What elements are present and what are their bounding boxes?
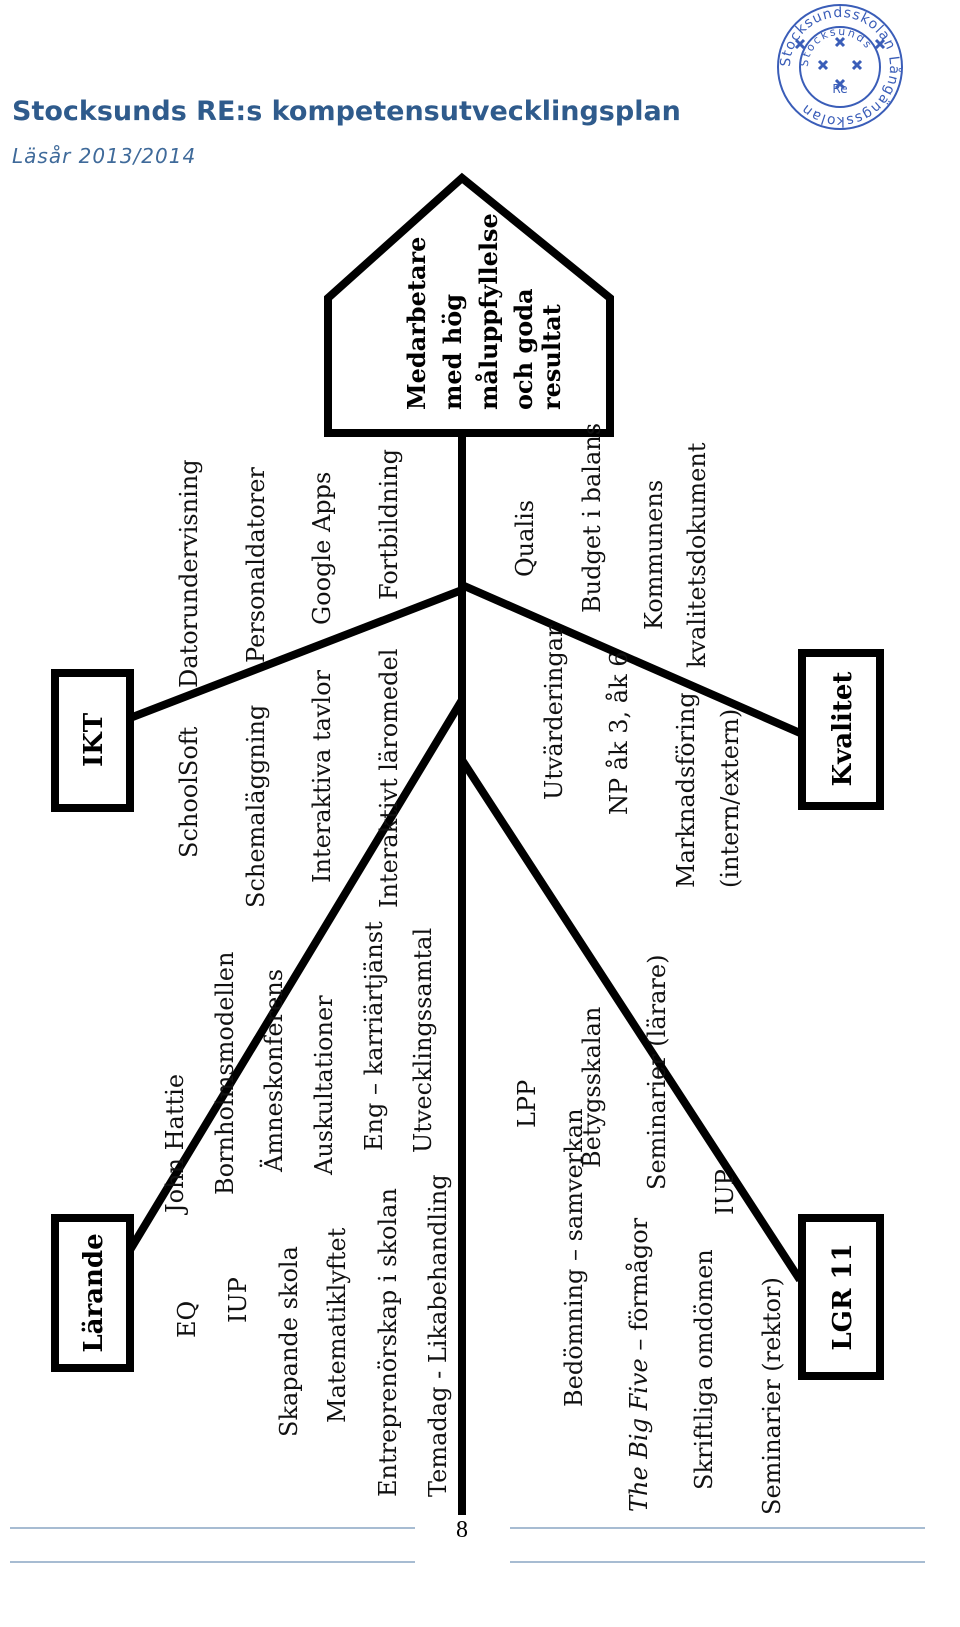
item-matematiklyftet: Matematiklyftet <box>323 1227 351 1423</box>
item-interaktiva-tavlor: Interaktiva tavlor <box>308 669 336 883</box>
item-kvalitetsdokument: kvalitetsdokument <box>683 442 711 668</box>
kvalitet-items: Utvärderingar Qualis NP åk 3, åk 6 Budge… <box>511 423 744 888</box>
item-kommunens: Kommunens <box>640 480 668 630</box>
item-budget: Budget i balans <box>578 423 606 613</box>
item-np: NP åk 3, åk 6 <box>604 651 633 815</box>
item-utvarderingar: Utvärderingar <box>540 625 568 800</box>
page-title: Stocksunds RE:s kompetensutvecklingsplan <box>12 96 681 127</box>
goal-line-2: med hög <box>438 294 467 410</box>
item-temadag: Temadag - Likabehandling <box>424 1174 452 1497</box>
lgr11-items: Bedömning – samverkan LPP The Big Five –… <box>513 955 786 1515</box>
goal-line-4: och goda <box>509 288 538 410</box>
box-kvalitet-label: Kvalitet <box>828 672 858 787</box>
page-number: 8 <box>456 1517 468 1543</box>
item-amneskonferens: Ämneskonferens <box>259 969 288 1173</box>
box-ikt-label: IKT <box>79 712 109 767</box>
logo-crosses <box>794 36 886 90</box>
box-lgr11-label: LGR 11 <box>828 1243 858 1350</box>
logo-center-text: Re <box>832 82 847 96</box>
item-marknadsforing: Marknadsföring <box>672 692 700 888</box>
box-lgr11: LGR 11 <box>798 1214 884 1380</box>
item-auskultationer: Auskultationer <box>310 995 338 1176</box>
item-lpp: LPP <box>513 1080 541 1128</box>
item-iup-bottom: IUP <box>711 1169 739 1215</box>
item-utvecklingssamtal: Utvecklingssamtal <box>409 928 437 1153</box>
item-bedomning: Bedömning – samverkan <box>560 1108 588 1407</box>
item-bornholmsmodellen: Bornholmsmodellen <box>211 952 239 1195</box>
goal-house <box>324 172 614 437</box>
item-marknadsforing-sub: (intern/extern) <box>716 709 744 888</box>
ikt-branch <box>128 586 464 722</box>
footer: 8 <box>10 1517 925 1563</box>
goal-line-3: måluppfyllelse <box>474 213 503 410</box>
item-eng-karriartjanst: Eng – karriärtjänst <box>360 921 388 1151</box>
box-larande-label: Lärande <box>79 1233 109 1352</box>
item-datorundervisning: Datorundervisning <box>175 459 203 688</box>
ikt-items: SchoolSoft Datorundervisning Schemaläggn… <box>175 449 403 908</box>
kvalitet-branch <box>460 581 802 737</box>
goal-line-1: Medarbetare <box>402 237 431 410</box>
school-logo: Stocksundsskolan Långängsskolan Stocksun… <box>777 4 903 130</box>
item-eq: EQ <box>173 1301 201 1338</box>
item-google-apps: Google Apps <box>308 472 336 625</box>
item-iup-top: IUP <box>224 1277 252 1323</box>
item-john-hattie: John Hattie <box>161 1074 189 1216</box>
item-entreprenorskap: Entreprenörskap i skolan <box>374 1188 402 1497</box>
item-big-five-rest: – förmågor <box>624 1217 653 1358</box>
larande-branch <box>126 697 466 1253</box>
item-qualis: Qualis <box>511 500 539 577</box>
item-skapande-skola: Skapande skola <box>275 1246 303 1437</box>
item-big-five: The Big Five – förmågor <box>624 1217 653 1512</box>
item-schemalaggning: Schemaläggning <box>242 705 270 908</box>
box-ikt: IKT <box>51 669 134 812</box>
item-seminarier-larare: Seminarier (lärare) <box>643 955 671 1190</box>
box-kvalitet: Kvalitet <box>798 649 884 810</box>
page-subtitle: Läsår 2013/2014 <box>12 144 197 168</box>
item-seminarier-rektor: Seminarier (rektor) <box>758 1277 786 1515</box>
item-personaldatorer: Personaldatorer <box>242 467 270 663</box>
item-betygsskalan: Betygsskalan <box>578 1007 606 1168</box>
box-larande: Lärande <box>51 1214 134 1372</box>
item-skriftliga-omdomen: Skriftliga omdömen <box>690 1249 718 1490</box>
item-schoolsoft: SchoolSoft <box>175 726 203 858</box>
larande-items: EQ John Hattie IUP Bornholmsmodellen Ska… <box>161 921 452 1497</box>
goal-text: Medarbetare med hög måluppfyllelse och g… <box>402 213 566 410</box>
item-big-five-title: The Big Five <box>625 1358 653 1512</box>
item-fortbildning: Fortbildning <box>375 449 403 600</box>
goal-line-5: resultat <box>537 304 566 410</box>
lgr11-branch <box>458 757 804 1283</box>
item-interaktivt-laromedel: Interaktivt läromedel <box>375 649 403 908</box>
